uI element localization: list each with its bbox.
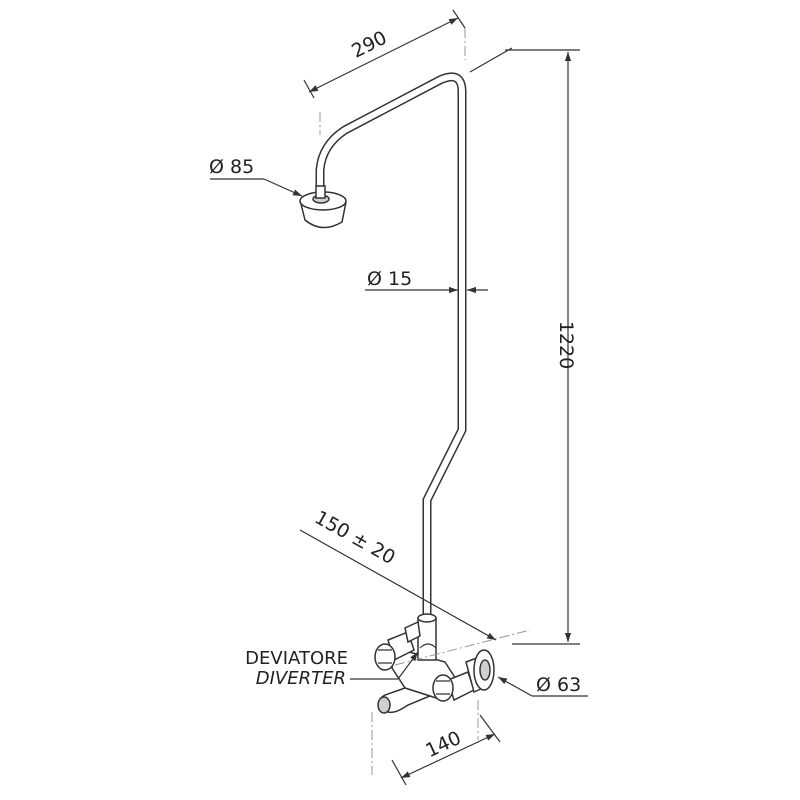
pipe-diameter-label: Ø 15 xyxy=(367,268,412,290)
dimension-height: 1220 xyxy=(469,47,580,645)
spout xyxy=(377,687,433,714)
height-label: 1220 xyxy=(555,321,577,369)
wall-flange xyxy=(465,649,495,694)
head-diameter-label: Ø 85 xyxy=(209,156,254,178)
dimension-pipe-diameter: Ø 15 xyxy=(365,268,488,294)
dimension-flange-diameter: Ø 63 xyxy=(497,674,588,697)
dimension-center-distance: 150 ± 20 xyxy=(299,507,497,641)
dimension-arm-length: 290 xyxy=(303,9,466,135)
right-handle xyxy=(432,671,475,702)
diverter-callout: DEVIATORE DIVERTER xyxy=(245,648,419,689)
diverter-label-italian: DEVIATORE xyxy=(245,648,348,669)
diverter-label-english: DIVERTER xyxy=(256,668,346,689)
arm-length-label: 290 xyxy=(348,27,390,63)
shower-head xyxy=(299,185,347,229)
mixer-assembly xyxy=(371,613,531,775)
wall-offset-label: 140 xyxy=(422,727,464,762)
flange-diameter-label: Ø 63 xyxy=(536,674,581,696)
left-handle xyxy=(374,620,421,671)
dimension-wall-offset: 140 xyxy=(391,714,501,786)
center-distance-label: 150 ± 20 xyxy=(311,507,399,569)
dimension-head-diameter: Ø 85 xyxy=(209,156,303,197)
